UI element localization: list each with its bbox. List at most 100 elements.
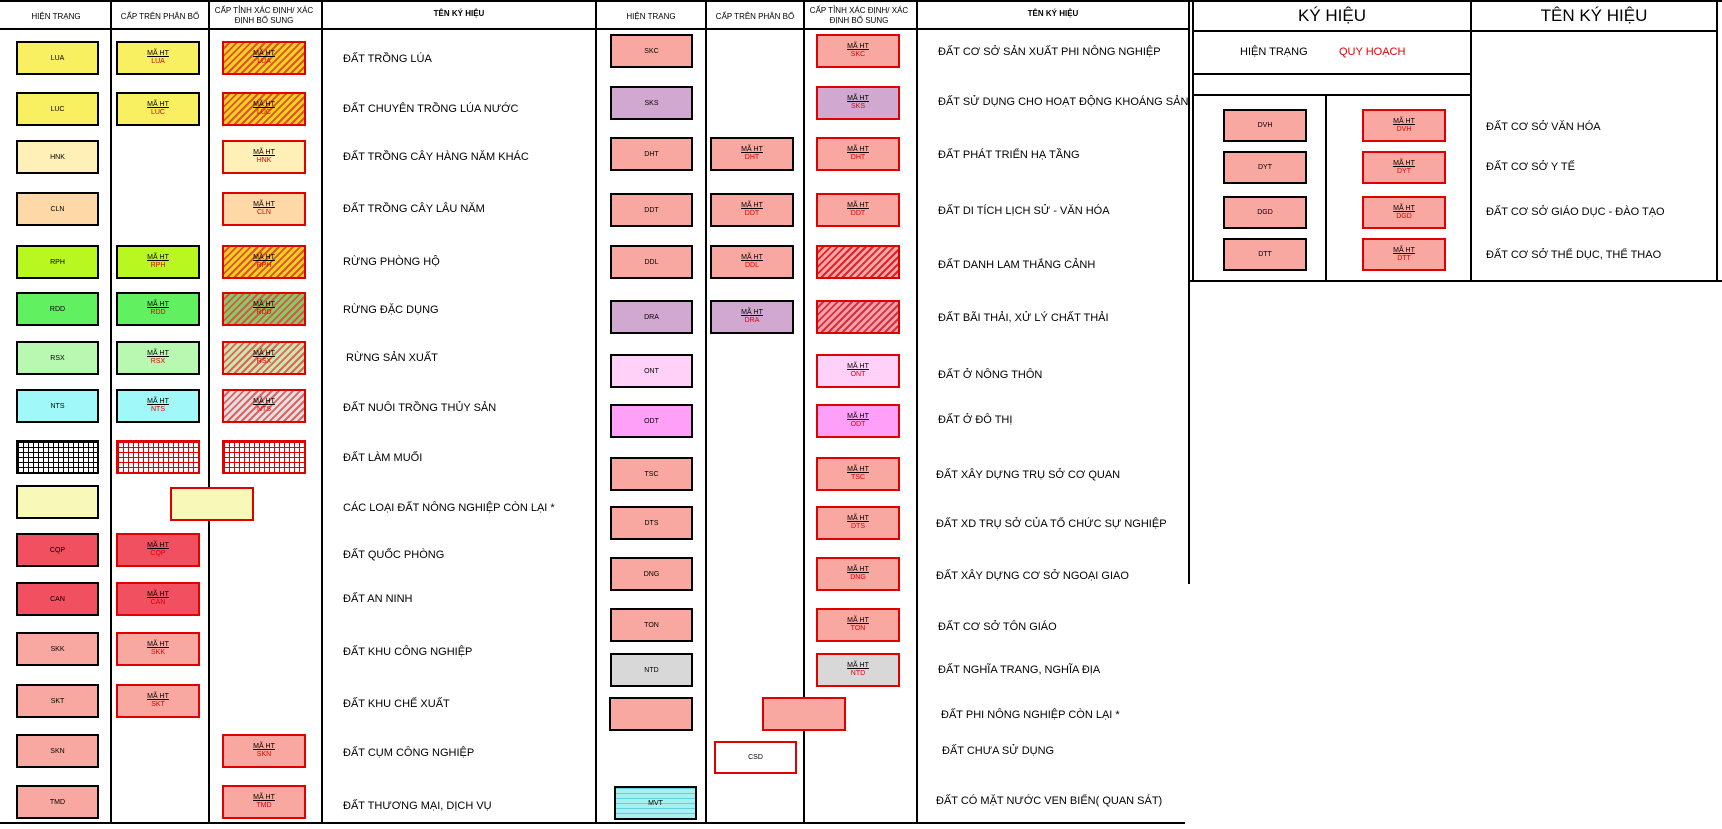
name-sks: ĐẤT SỬ DỤNG CHO HOẠT ĐỘNG KHOÁNG SẢN (938, 96, 1189, 108)
header-right-plan: QUY HOẠCH (1339, 46, 1406, 58)
symbol-current-rph: RPH (16, 245, 99, 279)
header-right-symbol: KÝ HIỆU (1297, 6, 1367, 25)
symbol-current-dts: DTS (610, 506, 693, 540)
name-skk: ĐẤT KHU CÔNG NGHIỆP (343, 646, 473, 658)
name-rph: RỪNG PHÒNG HỘ (343, 256, 440, 268)
right-frame-line (1192, 73, 1470, 75)
symbol-current-tmd: TMD (16, 785, 99, 819)
symbol-current-dvh: DVH (1223, 109, 1307, 142)
symbol-current-ont: ONT (610, 354, 693, 388)
col-line (321, 0, 323, 824)
header-mid-upper: CẤP TRÊN PHÂN BỔ (715, 12, 795, 21)
symbol-upper-nkh (170, 487, 254, 521)
header-right-current: HIỆN TRẠNG (1240, 46, 1308, 58)
col-line (1188, 0, 1190, 584)
col-line (916, 0, 918, 824)
name-ntd: ĐẤT NGHĨA TRANG, NGHĨA ĐỊA (938, 664, 1101, 676)
right-frame-line (1192, 94, 1470, 96)
right-frame-line (1470, 0, 1472, 282)
header-left-current: HIỆN TRẠNG (31, 12, 81, 21)
name-dts: ĐẤT XD TRỤ SỞ CỦA TỔ CHỨC SỰ NGHIỆP (936, 518, 1167, 530)
header-left-name: TÊN KÝ HIỆU (433, 9, 485, 18)
symbol-province-ddl (816, 245, 900, 279)
col-line (803, 0, 805, 824)
symbol-current-ntd: NTD (610, 653, 693, 687)
header-right-name: TÊN KÝ HIỆU (1540, 6, 1648, 25)
name-dng: ĐẤT XÂY DỰNG CƠ SỞ NGOẠI GIAO (936, 570, 1129, 582)
symbol-current-luc: LUC (16, 92, 99, 126)
symbol-current-skn: SKN (16, 734, 99, 768)
name-ddt: ĐẤT DI TÍCH LỊCH SỬ - VĂN HÓA (938, 205, 1110, 217)
symbol-current-ddl: DDL (610, 245, 693, 279)
symbol-current-skc: SKC (610, 34, 693, 68)
symbol-current-rdd: RDD (16, 292, 99, 326)
symbol-upper-lmu (116, 440, 200, 474)
symbol-upper-pnk (762, 697, 846, 731)
name-rsx: RỪNG SẢN XUẤT (346, 352, 438, 364)
name-pnk: ĐẤT PHI NÔNG NGHIỆP CÒN LẠI * (941, 709, 1120, 721)
right-frame-line (1192, 30, 1718, 32)
symbol-current-tsc: TSC (610, 457, 693, 491)
symbol-current-pnk (609, 697, 693, 731)
right-frame-line (1192, 0, 1194, 282)
name-hnk: ĐẤT TRỒNG CÂY HÀNG NĂM KHÁC (343, 151, 529, 163)
symbol-current-lmu (16, 440, 99, 474)
name-mvt: ĐẤT CÓ MẶT NƯỚC VEN BIỂN( QUAN SÁT) (936, 795, 1163, 807)
name-nts: ĐẤT NUÔI TRỒNG THỦY SẢN (343, 402, 497, 414)
symbol-current-lua: LUA (16, 41, 99, 75)
symbol-current-mvt: MVT (614, 786, 697, 820)
name-ont: ĐẤT Ở NÔNG THÔN (938, 369, 1043, 381)
name-tmd: ĐẤT THƯƠNG MẠI, DỊCH VỤ (343, 800, 492, 812)
name-lua: ĐẤT TRỒNG LÚA (343, 53, 432, 65)
name-skn: ĐẤT CỤM CÔNG NGHIỆP (343, 747, 475, 759)
col-line (110, 0, 112, 824)
symbol-current-dng: DNG (610, 557, 693, 591)
header-mid-name: TÊN KÝ HIỆU (1027, 9, 1079, 18)
symbol-upper-csd: CSD (714, 741, 797, 774)
name-dra: ĐẤT BÃI THẢI, XỬ LÝ CHẤT THẢI (938, 312, 1109, 324)
header-left-upper: CẤP TRÊN PHÂN BỔ (120, 12, 200, 21)
symbol-current-dtt: DTT (1223, 238, 1307, 271)
right-frame-line (1190, 280, 1722, 282)
symbol-current-cqp: CQP (16, 533, 99, 567)
symbol-current-dyt: DYT (1223, 151, 1307, 184)
name-lmu: ĐẤT LÀM MUỐI (343, 452, 423, 464)
symbol-current-cln: CLN (16, 192, 99, 226)
right-frame-line (1325, 96, 1327, 282)
name-nkh: CÁC LOẠI ĐẤT NÔNG NGHIỆP CÒN LẠI * (343, 502, 555, 514)
symbol-current-skt: SKT (16, 684, 99, 718)
header-mid-current: HIỆN TRẠNG (626, 12, 676, 21)
name-ddl: ĐẤT DANH LAM THẮNG CẢNH (938, 259, 1096, 271)
name-dht: ĐẤT PHÁT TRIỂN HẠ TẦNG (938, 149, 1080, 161)
col-line (595, 0, 597, 824)
name-luc: ĐẤT CHUYÊN TRỒNG LÚA NƯỚC (343, 103, 519, 115)
name-skt: ĐẤT KHU CHẾ XUẤT (343, 698, 450, 710)
symbol-province-dra (816, 300, 900, 334)
